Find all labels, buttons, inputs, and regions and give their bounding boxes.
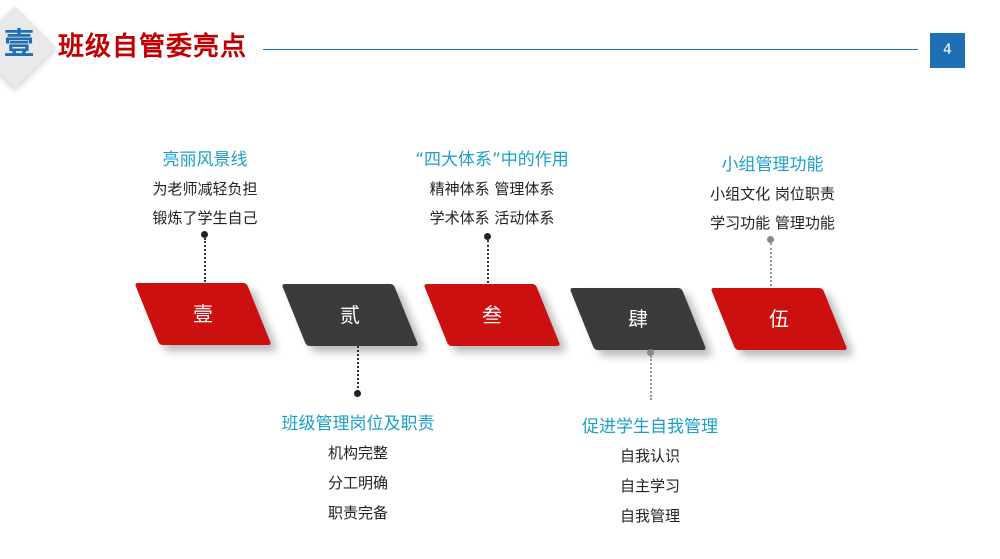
group-2-line-3: 职责完备 — [327, 504, 388, 522]
group-5-connector — [770, 243, 772, 286]
section-badge: 壹 — [0, 5, 57, 89]
group-1-heading: 亮丽风景线 — [162, 150, 248, 170]
group-4-line-1: 自我认识 — [619, 447, 680, 465]
group-1-line-2: 锻炼了学生自己 — [152, 209, 258, 227]
page-number: 4 — [930, 33, 965, 68]
group-4-heading: 促进学生自我管理 — [582, 417, 718, 437]
group-4-connector — [650, 356, 652, 400]
group-1-line-1: 为老师减轻负担 — [152, 180, 258, 198]
block-2-label: 贰 — [340, 303, 360, 327]
group-5-dot — [767, 236, 774, 243]
group-3-heading: “四大体系”中的作用 — [415, 150, 569, 170]
group-5-heading: 小组管理功能 — [721, 155, 824, 175]
group-4-dot — [647, 349, 654, 356]
badge-numeral: 壹 — [4, 27, 34, 62]
group-5-line-2: 学习功能 管理功能 — [710, 214, 835, 232]
group-2-connector — [357, 346, 359, 392]
title-divider — [263, 49, 918, 50]
block-4: 肆 — [569, 288, 707, 350]
block-5: 伍 — [710, 288, 848, 350]
block-5-label: 伍 — [769, 307, 789, 331]
block-3-label: 叁 — [482, 303, 502, 327]
block-3: 叁 — [423, 284, 561, 346]
block-1-label: 壹 — [193, 302, 213, 326]
group-2-line-1: 机构完整 — [327, 444, 388, 462]
group-2-heading: 班级管理岗位及职责 — [281, 414, 435, 434]
group-3-line-2: 学术体系 活动体系 — [429, 209, 555, 227]
group-5-line-1: 小组文化 岗位职责 — [710, 185, 835, 203]
block-2: 贰 — [281, 284, 419, 346]
group-2-dot — [354, 390, 361, 397]
group-3-dot — [484, 233, 491, 240]
block-4-label: 肆 — [628, 307, 648, 331]
group-4-line-2: 自主学习 — [619, 477, 680, 495]
group-1-dot — [201, 231, 208, 238]
group-4-line-3: 自我管理 — [619, 507, 680, 525]
group-1-connector — [204, 238, 206, 282]
block-1: 壹 — [134, 283, 272, 345]
group-3-connector — [487, 240, 489, 283]
group-2-line-2: 分工明确 — [327, 474, 388, 492]
group-3-line-1: 精神体系 管理体系 — [429, 180, 555, 198]
page-title: 班级自管委亮点 — [58, 32, 248, 62]
